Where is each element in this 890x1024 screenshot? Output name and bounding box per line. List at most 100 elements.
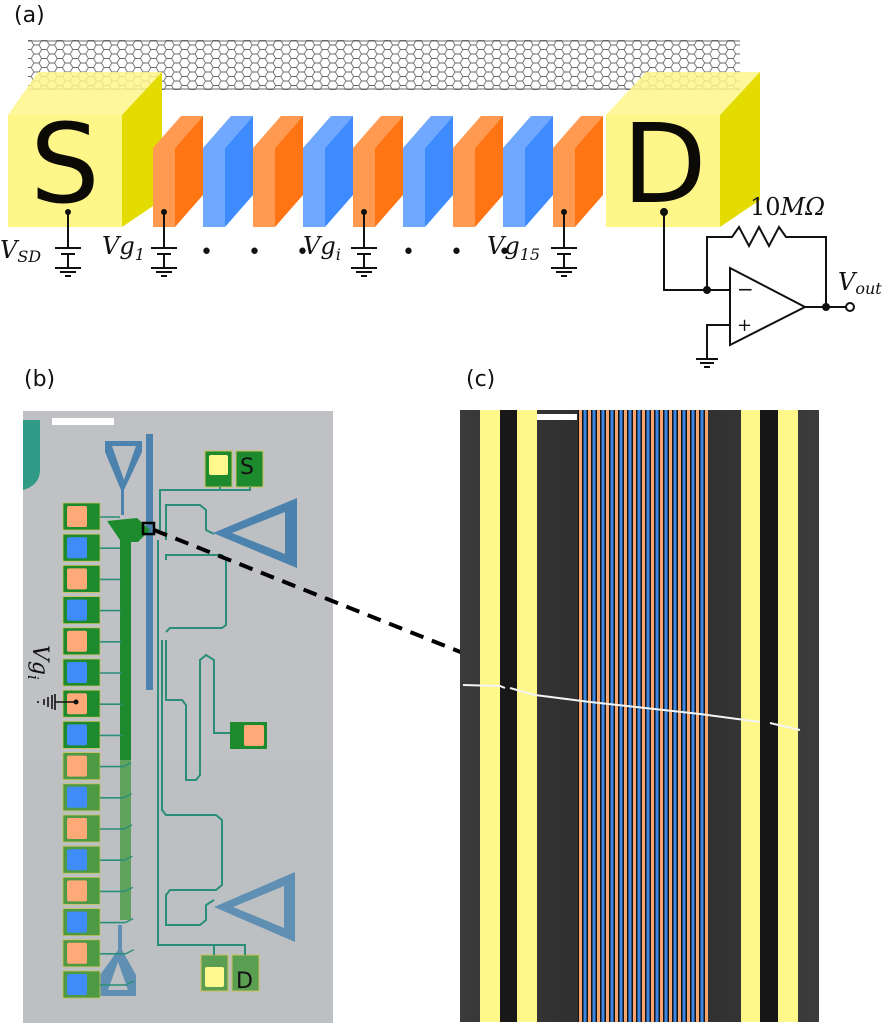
gate-pad-12-blue [62,845,133,874]
voltage-source-ground-icon [351,209,377,277]
gate-side-face [375,116,403,227]
sem-gate-stripe-19-orange [660,410,663,1022]
voltage-source-ground-icon [55,209,81,277]
source-letter: S [30,100,100,228]
drain-wire [663,212,707,291]
bond-pad-bottom [100,925,136,996]
gate-pad-trace-bend [124,917,134,924]
gate-pad-9-orange [62,752,132,780]
drain-pads: D [200,954,260,994]
sem-gate-stripe-18-blue [655,410,659,1022]
gate-front-face [303,148,325,227]
gate-pad-isolated-contact [244,725,264,746]
gate-pad-contact [67,630,87,652]
gate-pad-trace-bend [124,855,133,861]
gate-side-face [525,116,553,227]
gate-front-face [453,148,475,227]
gate-3-orange [253,116,303,227]
gate-side-face [475,116,503,227]
gate-pad-contact [67,506,87,527]
gate-front-face [203,148,225,227]
sem-gate-stripe-1-orange [579,410,582,1022]
trace-1 [165,504,215,540]
bond-pad-right-top-cutout [232,512,285,554]
scale-bar-c [537,414,577,420]
gate-side-face [325,116,353,227]
gate-electrodes [153,116,603,227]
vout-label: Vout [838,268,882,298]
gate-front-face [503,148,525,227]
panel-c-label: (c) [466,367,495,392]
vgi-rotated-label: Vgi [24,645,52,680]
gate-front-face [553,148,575,227]
source-pad-1-contact [209,455,228,475]
gate-6-blue [403,116,453,227]
output-junction-dot [822,303,830,311]
ellipsis-left: • • • [200,240,323,265]
gate-contact-dot-b [73,699,79,705]
drain-side-face [720,72,760,227]
gate-pad-contact [67,942,87,964]
zoom-region-marker [141,521,156,536]
gate-7-orange [453,116,503,227]
source-pad-label: S [240,455,254,480]
gate-front-face [253,148,275,227]
gate-side-face [225,116,253,227]
drain-pad-1-contact [205,967,224,987]
drain-pad-label: D [236,969,253,994]
sem-gate-stripe-4-blue [592,410,596,1022]
drain-pad-2 [231,954,260,992]
gate-pad-contact [67,755,87,777]
gate-pad-7-orange [62,689,123,718]
drain-electrode: D [606,72,760,228]
trace-source-2 [160,487,251,491]
routing-traces [157,487,251,955]
gate-voltage-annotation: Vgi [24,645,79,710]
gate-9-orange [553,116,603,227]
opamp-symbol [729,266,808,347]
vout-terminal [845,302,855,312]
noninverting-input-wire [706,324,730,358]
gate-pad-contact [67,974,87,995]
drain-top-face [606,72,760,115]
bond-pad-bottom-cutout [108,962,128,990]
gate-5-orange [353,116,403,227]
voltage-source-ground-icon [551,209,577,277]
trace-4 [161,640,223,926]
sem-gate-stripe-14-blue [637,410,641,1022]
gate-pad-contact [67,880,87,902]
sem-gate-stripe-20-blue [664,410,668,1022]
gate-front-face [403,148,425,227]
corner-feature [23,420,40,490]
sem-contact-electrode-2 [517,410,537,1022]
gate-pad-contact [67,537,87,559]
vg15-label: Vg15 [487,232,540,264]
vg1-label: Vg1 [102,232,145,264]
vgi-label: Vgi [303,232,341,264]
zoom-connector [153,528,469,657]
gate-top-face [453,116,503,148]
nanotube-trace-2 [509,687,761,723]
gate-pad-16-blue [62,970,135,999]
gate-pad-1-orange [62,502,120,531]
sem-gap-right [760,410,778,1022]
drain-contact-dot [660,208,668,216]
opamp-plus: + [737,315,752,336]
gate-1-orange [153,116,203,227]
gate-pad-2-blue [62,533,121,562]
gate-side-face [575,116,603,227]
transimpedance-amplifier [660,208,855,368]
trace-drain-2 [158,944,246,955]
sem-gate-stripe-5-orange [597,410,600,1022]
panel-b-label: (b) [24,367,55,392]
sem-gate-stripe-29-orange [705,410,708,1022]
sem-contact-electrode-4 [778,410,798,1022]
gate-top-face [253,116,303,148]
sem-gate-stripe-3-orange [588,410,591,1022]
source-pad-2 [235,450,264,488]
sem-gate-stripe-22-blue [673,410,677,1022]
gate-pad-trace-bend [123,824,133,830]
gate-pad-contact [67,568,87,590]
trace-2 [165,554,227,633]
